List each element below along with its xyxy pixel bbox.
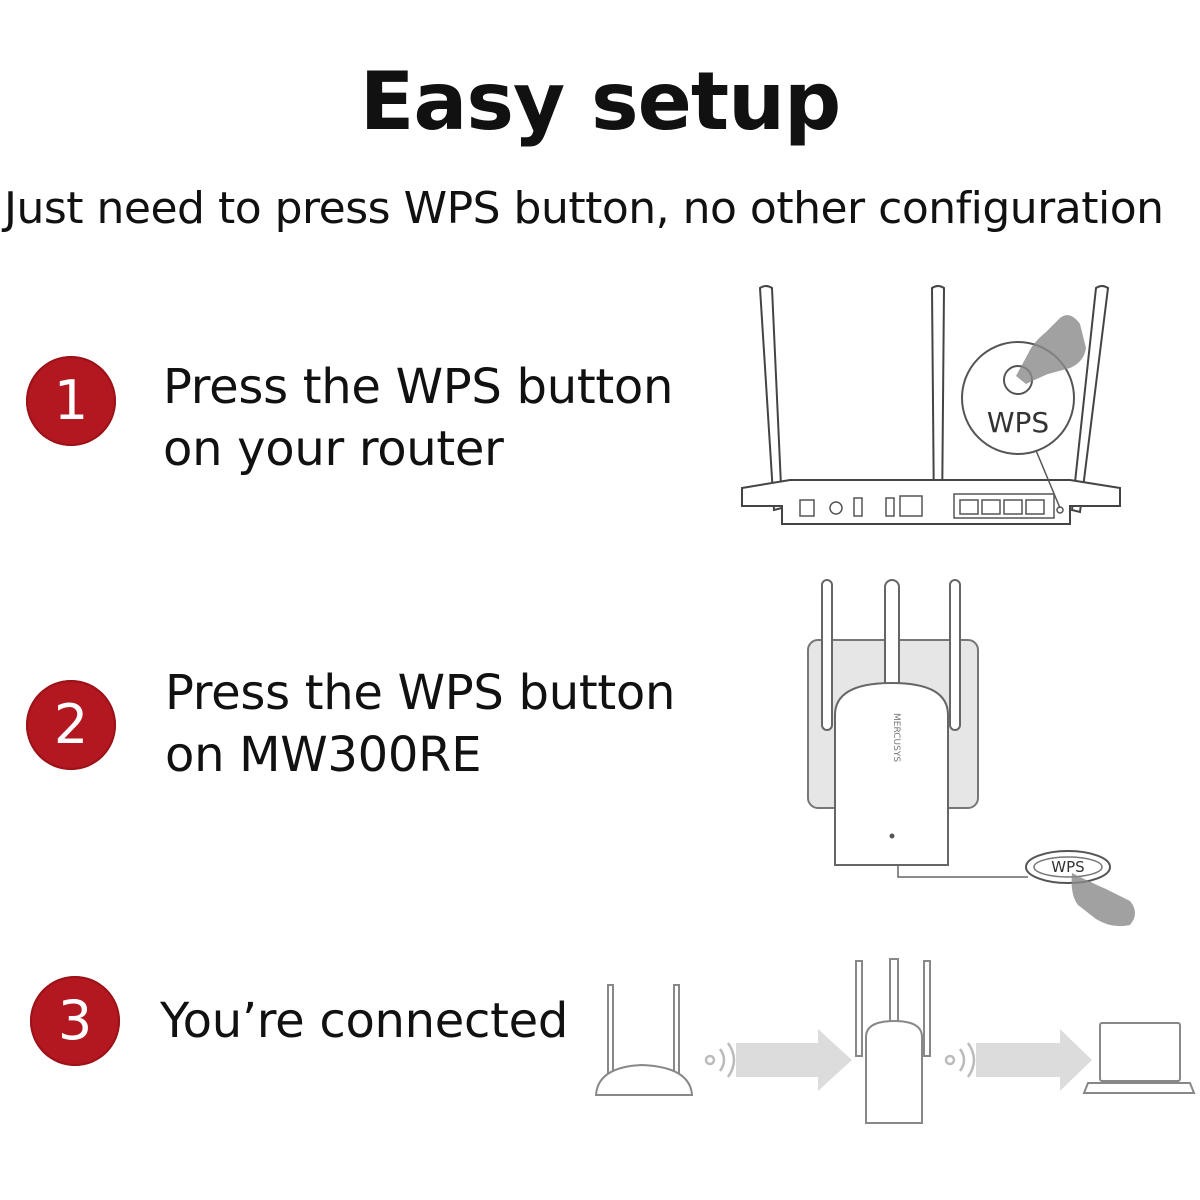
step-1-line-1: Press the WPS button <box>163 359 674 415</box>
router-body <box>741 479 1121 525</box>
connection-flow-illustration <box>594 958 1196 1124</box>
step-1-line-2: on your router <box>163 421 504 478</box>
extender-antenna-right <box>949 579 961 731</box>
step-1-text: Press the WPS button on your router <box>163 356 673 481</box>
step-2-line-1: Press the WPS button <box>165 665 676 721</box>
flow-laptop-screen <box>1099 1022 1181 1082</box>
step-2-line-2: on MW300RE <box>165 727 482 784</box>
flow-extender-antenna-3 <box>923 960 931 1057</box>
router-antenna-left <box>758 285 784 512</box>
finger-icon <box>1071 873 1135 927</box>
flow-extender-antenna-1 <box>855 960 863 1057</box>
router-wps-label: WPS <box>987 406 1049 439</box>
step-3-badge: 3 <box>30 976 120 1066</box>
finger-icon <box>1016 315 1086 384</box>
step-3-text: You’re connected <box>160 990 568 1052</box>
page-title: Easy setup <box>359 55 842 148</box>
extender-body <box>834 681 949 866</box>
flow-extender-body <box>865 1019 923 1124</box>
flow-router-antenna-left <box>607 984 614 1081</box>
extender-antenna-left <box>821 579 833 731</box>
flow-router-antenna-right <box>673 984 680 1081</box>
router-illustration: WPS <box>741 285 1121 525</box>
step-3-line-1: You’re connected <box>160 993 569 1049</box>
step-2-text: Press the WPS button on MW300RE <box>165 662 675 787</box>
extender-brand: MERCUSYS <box>891 713 901 762</box>
extender-illustration: MERCUSYS WPS <box>807 579 1135 927</box>
extender-wps-label: WPS <box>1051 858 1084 876</box>
router-antenna-right <box>1070 285 1110 514</box>
flow-laptop-base <box>1082 1082 1196 1094</box>
page-subtitle: Just need to press WPS button, no other … <box>4 183 1164 234</box>
step-1-badge: 1 <box>26 356 116 446</box>
flow-arrow-2 <box>976 1029 1092 1091</box>
flow-router-body <box>594 1063 694 1096</box>
step-2-badge: 2 <box>26 680 116 770</box>
flow-arrow-1 <box>736 1029 852 1091</box>
